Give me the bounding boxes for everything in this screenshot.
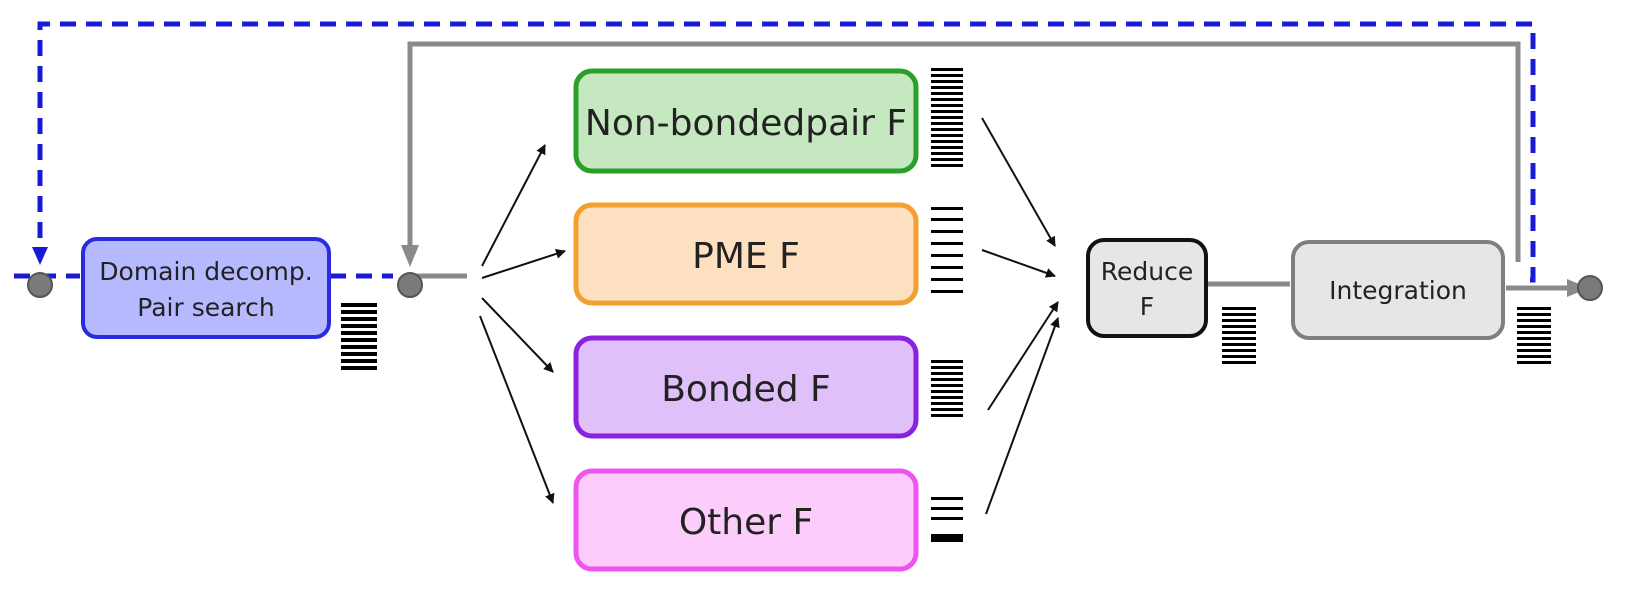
workload-bars-other <box>931 497 963 542</box>
domain-decomp-label: Domain decomp. <box>99 257 312 286</box>
pme-label: PME F <box>692 236 800 277</box>
arrow-nonbonded-to-reduce <box>981 117 1056 247</box>
pme-box: PME F <box>573 202 919 306</box>
reduce-label: Reduce <box>1101 257 1193 286</box>
junction-node-split <box>397 272 423 298</box>
nonbonded-label: Non-bondedpair F <box>585 103 907 144</box>
dashed-feedback-loop <box>32 21 1536 283</box>
arrow-to-other <box>479 315 555 504</box>
workload-bars-reduce <box>1222 307 1256 364</box>
junction-node-right <box>1577 275 1603 301</box>
reduce-f-label: F <box>1140 292 1154 321</box>
integration-box: Integration <box>1291 240 1505 340</box>
workload-bars-nonbonded <box>931 68 963 167</box>
arrow-to-nonbonded <box>481 144 546 267</box>
pair-search-label: Pair search <box>137 293 275 322</box>
nonbonded-box: Non-bondedpair F <box>573 68 919 174</box>
workload-bars-integration <box>1517 307 1551 364</box>
workload-bars-domain <box>341 303 377 370</box>
arrow-pme-to-reduce <box>981 249 1056 278</box>
arrow-to-bonded <box>481 297 554 373</box>
gray-feedback-loop <box>401 41 1521 267</box>
bonded-box: Bonded F <box>573 335 919 439</box>
reduce-f-box: Reduce F <box>1086 238 1208 338</box>
bonded-label: Bonded F <box>661 369 831 410</box>
arrow-to-pme <box>481 249 566 279</box>
other-box: Other F <box>573 468 919 572</box>
integration-label: Integration <box>1329 276 1467 305</box>
domain-decomp-box: Domain decomp. Pair search <box>81 237 331 339</box>
arrow-other-to-reduce <box>985 317 1060 515</box>
other-label: Other F <box>679 502 813 543</box>
arrow-bonded-to-reduce <box>987 301 1059 411</box>
workload-bars-bonded <box>931 360 963 417</box>
workload-bars-pme <box>931 207 963 293</box>
junction-node-left <box>27 272 53 298</box>
